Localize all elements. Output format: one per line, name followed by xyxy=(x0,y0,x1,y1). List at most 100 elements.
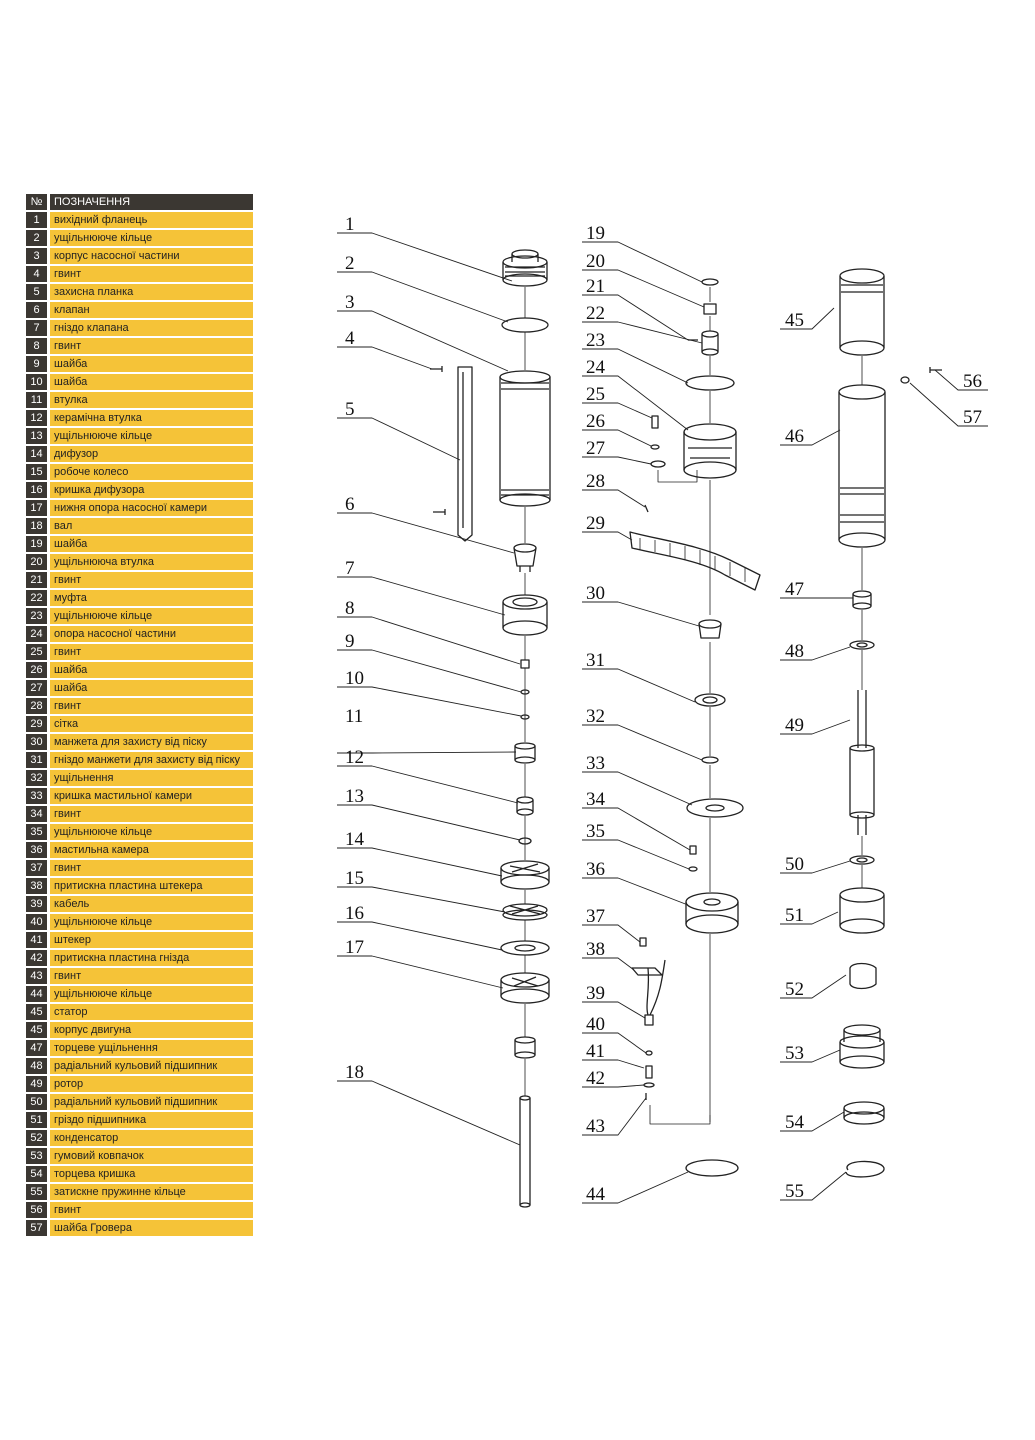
callout-label: 15 xyxy=(345,868,364,889)
part-coupling-22 xyxy=(701,330,719,356)
callout-label: 12 xyxy=(345,747,364,768)
callout-label: 44 xyxy=(586,1184,606,1205)
callout-label: 26 xyxy=(586,411,605,432)
callout-label: 32 xyxy=(586,706,605,727)
callout-label: 9 xyxy=(345,631,355,652)
header-designation: ПОЗНАЧЕННЯ xyxy=(50,194,253,210)
part-number: 36 xyxy=(26,842,50,858)
part-number: 30 xyxy=(26,734,50,750)
part-number: 49 xyxy=(26,1076,50,1092)
part-circlip xyxy=(845,1160,885,1178)
part-designation: кришка мастильної камери xyxy=(50,788,253,804)
part-designation: втулка xyxy=(50,392,253,408)
part-number: 48 xyxy=(26,1058,50,1074)
callout-label: 56 xyxy=(963,371,982,392)
callout-label: 55 xyxy=(785,1181,804,1202)
part-designation: кришка дифузора xyxy=(50,482,253,498)
part-o-ring-44 xyxy=(685,1159,739,1177)
part-designation: вал xyxy=(50,518,253,534)
part-number: 20 xyxy=(26,554,50,570)
part-seal-32 xyxy=(701,756,719,764)
callout-label: 35 xyxy=(586,821,605,842)
part-o-ring-23 xyxy=(685,375,735,391)
part-designation: захисна планка xyxy=(50,284,253,300)
callout-label: 3 xyxy=(345,292,355,313)
callout-label: 2 xyxy=(345,253,355,274)
part-pump-housing xyxy=(499,370,551,507)
part-number: 53 xyxy=(26,1148,50,1164)
part-number: 23 xyxy=(26,608,50,624)
part-designation: кабель xyxy=(50,896,253,912)
part-diffuser-cover xyxy=(500,940,550,956)
callout-label: 27 xyxy=(586,438,605,459)
callout-label: 28 xyxy=(586,471,605,492)
callout-label: 53 xyxy=(785,1043,804,1064)
callout-label: 5 xyxy=(345,399,355,420)
part-stator xyxy=(839,268,885,356)
part-number: 50 xyxy=(26,1094,50,1110)
callout-label: 45 xyxy=(785,310,804,331)
part-designation: шайба xyxy=(50,662,253,678)
part-designation: гвинт xyxy=(50,698,253,714)
part-designation: ущільнення xyxy=(50,770,253,786)
part-number: 9 xyxy=(26,356,50,372)
part-designation: штекер xyxy=(50,932,253,948)
part-diffuser xyxy=(500,860,550,890)
callout-label: 47 xyxy=(785,579,804,600)
part-designation: статор xyxy=(50,1004,253,1020)
part-seal-bushing-20 xyxy=(703,303,717,315)
callout-label: 57 xyxy=(963,407,982,428)
part-designation: вихідний фланець xyxy=(50,212,253,228)
part-washer-19 xyxy=(701,278,719,286)
part-number: 7 xyxy=(26,320,50,336)
callout-label: 7 xyxy=(345,558,355,579)
part-designation: керамічна втулка xyxy=(50,410,253,426)
callout-label: 16 xyxy=(345,903,364,924)
part-sand-cuff xyxy=(698,619,722,639)
part-designation: ущільнююче кільце xyxy=(50,824,253,840)
part-bearing-48 xyxy=(849,640,875,650)
part-number: 3 xyxy=(26,248,50,264)
part-o-ring-2 xyxy=(501,317,549,333)
part-designation: шайба xyxy=(50,536,253,552)
part-designation: радіальний кульовий підшипник xyxy=(50,1094,253,1110)
part-designation: конденсатор xyxy=(50,1130,253,1146)
part-designation: ущільнююче кільце xyxy=(50,428,253,444)
leader-bracket-27 xyxy=(657,470,698,483)
part-bearing-50 xyxy=(849,855,875,865)
callout-label: 22 xyxy=(586,303,605,324)
part-number: 10 xyxy=(26,374,50,390)
part-number: 12 xyxy=(26,410,50,426)
part-number: 52 xyxy=(26,1130,50,1146)
callout-label: 50 xyxy=(785,854,804,875)
part-designation: манжета для захисту від піску xyxy=(50,734,253,750)
part-number: 43 xyxy=(26,968,50,984)
part-number: 22 xyxy=(26,590,50,606)
callout-label: 24 xyxy=(586,357,606,378)
part-designation: ротор xyxy=(50,1076,253,1092)
part-designation: клапан xyxy=(50,302,253,318)
part-number: 41 xyxy=(26,932,50,948)
part-screws-25-28 xyxy=(644,415,666,513)
part-screws-4 xyxy=(430,366,446,515)
callout-label: 33 xyxy=(586,753,605,774)
part-number: 2 xyxy=(26,230,50,246)
part-designation: затискне пружинне кільце xyxy=(50,1184,253,1200)
callout-label: 34 xyxy=(586,789,606,810)
callout-label: 17 xyxy=(345,937,364,958)
